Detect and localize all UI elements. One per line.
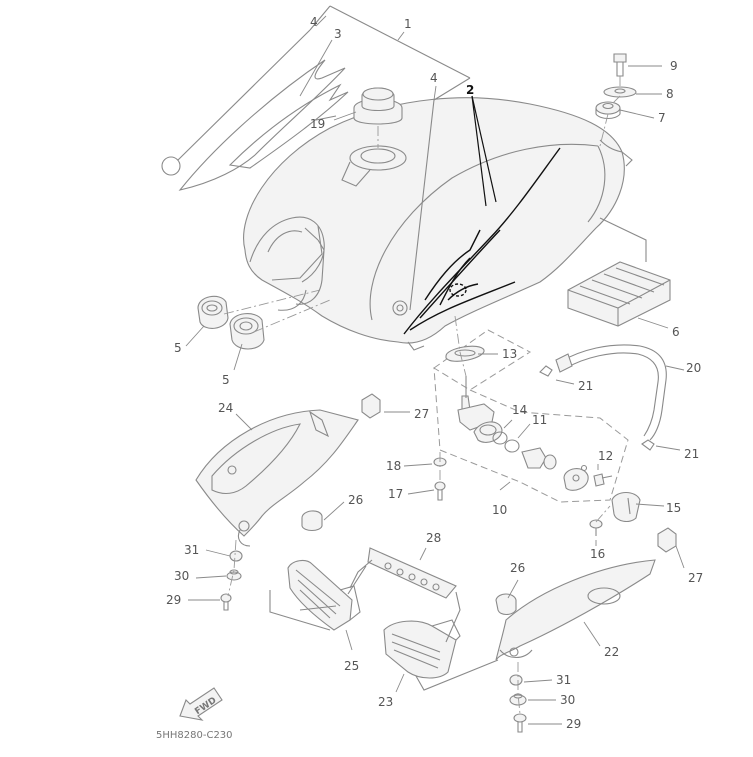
screw-29-b	[513, 713, 527, 733]
callout-25: 25	[344, 659, 359, 673]
callout-17: 17	[388, 487, 403, 501]
callout-24: 24	[218, 401, 233, 415]
fuel-tank	[243, 97, 633, 351]
callout-11: 11	[532, 413, 547, 427]
callout-8: 8	[666, 87, 674, 101]
drawing-code: 5HH8280-C230	[156, 730, 233, 741]
callout-9: 9	[670, 59, 678, 73]
grommet-5-b	[229, 313, 265, 350]
callout-30-a: 30	[174, 569, 189, 583]
callout-18: 18	[386, 459, 401, 473]
callout-21-a: 21	[578, 379, 593, 393]
callout-5-b: 5	[222, 373, 230, 387]
collar-30-a	[226, 569, 242, 581]
callout-12: 12	[598, 449, 613, 463]
fwd-arrow: FWD	[179, 687, 223, 721]
callout-3: 3	[334, 27, 342, 41]
callout-20: 20	[686, 361, 701, 375]
bracket-28	[367, 547, 457, 599]
callout-31-a: 31	[184, 543, 199, 557]
collar-31-a	[229, 550, 243, 562]
air-duct-25	[287, 559, 361, 631]
callout-27-b: 27	[688, 571, 703, 585]
tank-decal-3	[161, 29, 349, 191]
clip-21-a	[539, 365, 553, 377]
screw-16	[589, 519, 603, 536]
callout-5-a: 5	[174, 341, 182, 355]
callout-28: 28	[426, 531, 441, 545]
collar-30-b	[509, 693, 527, 706]
grommet-5-a	[197, 295, 229, 329]
callout-30-b: 30	[560, 693, 575, 707]
bolt-9	[613, 53, 627, 77]
callout-16: 16	[590, 547, 605, 561]
damper-7	[595, 101, 621, 120]
collar-31-b	[509, 674, 523, 686]
callout-31-b: 31	[556, 673, 571, 687]
callout-29-a: 29	[166, 593, 181, 607]
tank-decal-2	[403, 147, 561, 335]
o-ring-14	[492, 431, 508, 445]
grommet-26-b	[495, 593, 517, 616]
callout-23: 23	[378, 695, 393, 709]
screw-12	[593, 473, 613, 487]
leader-lines	[185, 15, 685, 725]
callout-7: 7	[658, 111, 666, 125]
grommet-26-a	[301, 510, 323, 532]
callout-2: 2	[466, 83, 474, 97]
callout-4-b: 4	[430, 71, 438, 85]
cock-plate	[563, 464, 589, 491]
callout-26-b: 26	[510, 561, 525, 575]
callout-14: 14	[512, 403, 527, 417]
assembly-lines	[223, 5, 647, 715]
callouts: 1 2 3 4 4 19 9 8 7 6 5 5 13 21 20 14 11 …	[166, 15, 703, 731]
fuel-cap	[353, 87, 403, 125]
cock-lever	[521, 447, 557, 470]
callout-29-b: 29	[566, 717, 581, 731]
callout-26-a: 26	[348, 493, 363, 507]
callout-27-a: 27	[414, 407, 429, 421]
callout-21-b: 21	[684, 447, 699, 461]
grommet-27-a	[361, 393, 381, 419]
callout-19: 19	[310, 117, 325, 131]
washer-8	[603, 86, 637, 98]
gasket-13	[445, 345, 485, 362]
callout-13: 13	[502, 347, 517, 361]
callout-1: 1	[404, 17, 412, 31]
callout-22: 22	[604, 645, 619, 659]
callout-4-a: 4	[310, 15, 318, 29]
knob-15	[611, 491, 641, 523]
o-ring-11	[504, 439, 520, 453]
screw-29-a	[220, 593, 232, 611]
callout-15: 15	[666, 501, 681, 515]
damper-6	[567, 261, 671, 327]
fuel-hose-20	[555, 344, 667, 441]
clip-21-b	[641, 439, 655, 451]
fuel-cock-10	[457, 376, 503, 443]
callout-10: 10	[492, 503, 507, 517]
side-cover-24	[195, 409, 359, 547]
callout-6: 6	[672, 325, 680, 339]
air-duct-23	[383, 619, 461, 679]
bolt-17	[434, 481, 446, 501]
grommet-27-b	[657, 527, 677, 553]
side-cover-22	[495, 559, 656, 661]
